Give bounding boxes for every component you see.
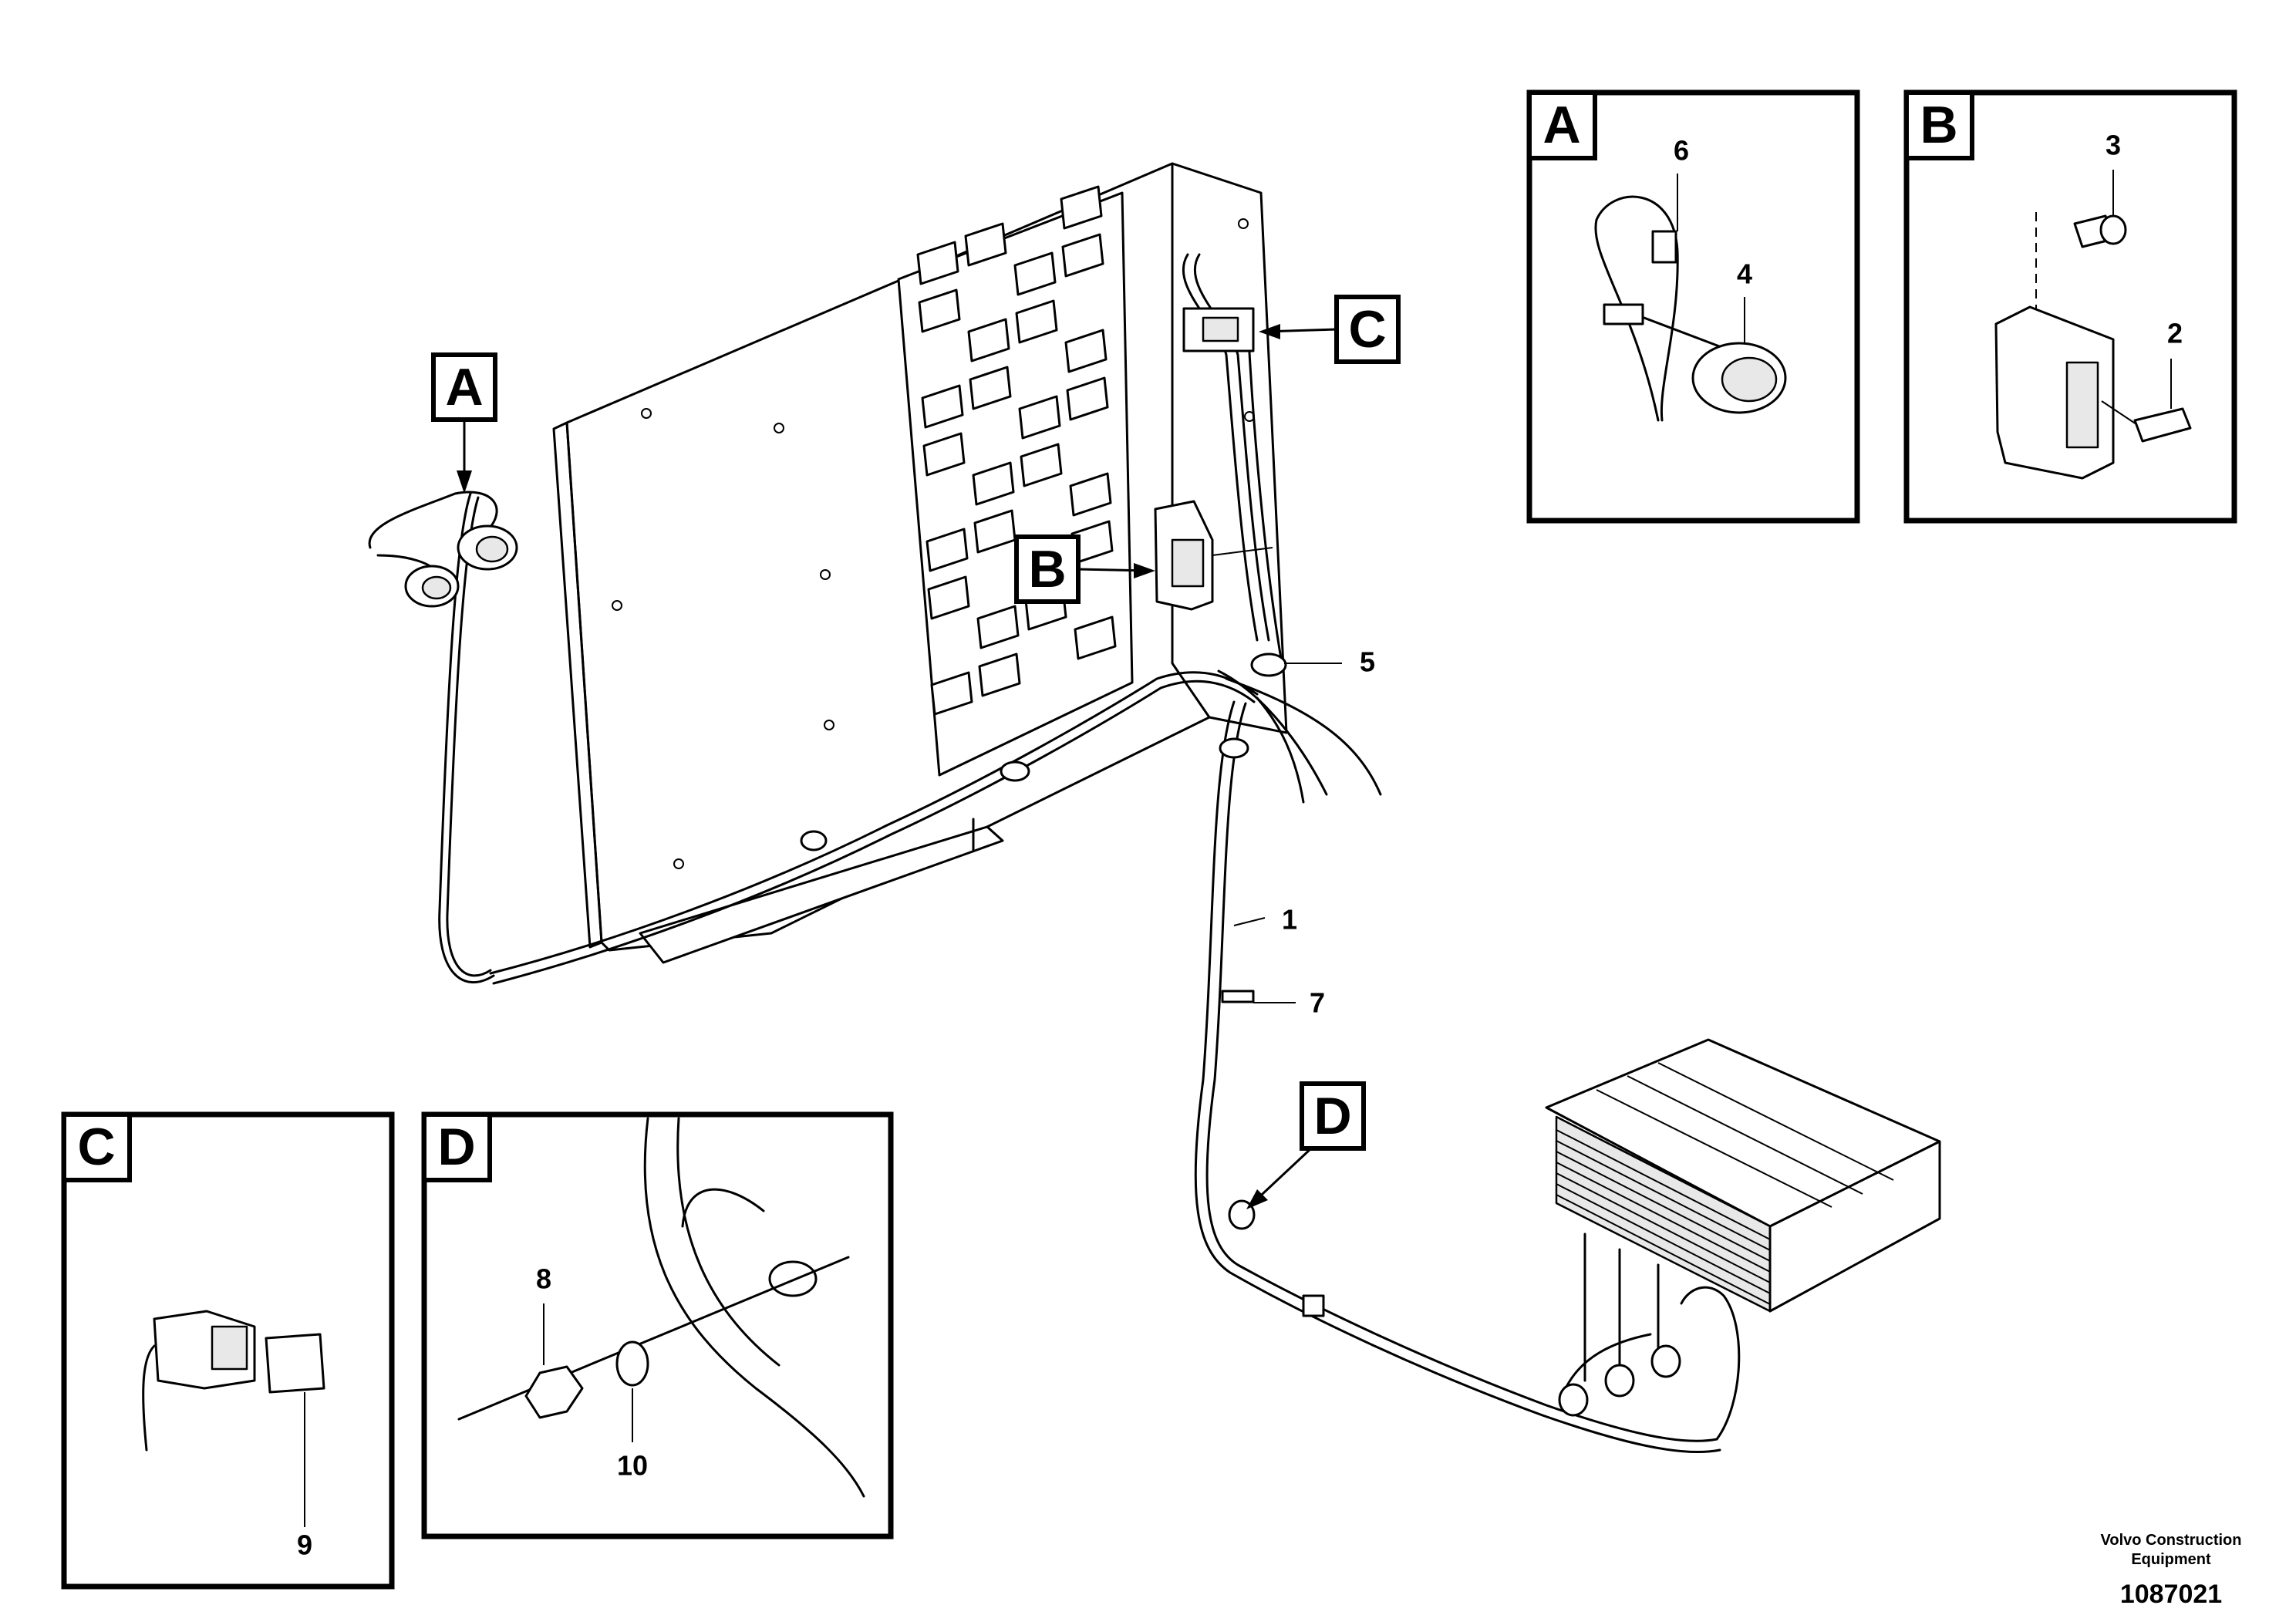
- detail-label-D: D: [437, 1118, 475, 1176]
- cooling-fin: [1556, 1172, 1771, 1283]
- company-name: Volvo Construction: [2101, 1532, 2242, 1549]
- cooling-fin: [1556, 1140, 1771, 1251]
- svg-text:A: A: [445, 358, 483, 416]
- cooling-fins: [1556, 1129, 1771, 1305]
- fuse-holder: [1154, 500, 1273, 611]
- relay-block: [921, 384, 964, 429]
- part-number-2: 2: [2167, 318, 2183, 349]
- control-unit: [1545, 1038, 1941, 1417]
- relay-block: [1064, 329, 1108, 373]
- callout-tag-A: A: [431, 352, 497, 494]
- callout-tag-B: B: [1014, 534, 1155, 604]
- relay-block: [1074, 615, 1117, 660]
- part-number-8: 8: [536, 1263, 551, 1295]
- relay-block: [1066, 376, 1109, 421]
- part-number-3: 3: [2106, 130, 2121, 161]
- svg-text:B: B: [1028, 540, 1066, 599]
- callout-tag-D: D: [1246, 1081, 1366, 1209]
- relay-block: [1013, 251, 1057, 296]
- cooling-fin: [1556, 1183, 1771, 1294]
- relay-block: [976, 605, 1020, 649]
- detail-frame-C: C 9: [61, 1111, 395, 1590]
- callout-tag-C: C: [1259, 295, 1401, 364]
- cooling-fin: [1556, 1151, 1771, 1262]
- part-number-4: 4: [1737, 258, 1752, 290]
- cooling-fin: [1556, 1129, 1771, 1240]
- svg-text:C: C: [1348, 300, 1386, 359]
- relay-block: [972, 461, 1015, 506]
- relay-block: [1061, 233, 1104, 278]
- relay-block: [1018, 395, 1061, 440]
- cooling-fin: [1556, 1162, 1771, 1273]
- relay-block: [930, 671, 973, 716]
- cable-tie-7: [1221, 990, 1255, 1003]
- part-number-1: 1: [1282, 904, 1297, 936]
- relay-block: [978, 653, 1021, 697]
- relay-block: [918, 288, 961, 333]
- relay-block: [969, 366, 1012, 410]
- detail-frame-D: D 8 10: [421, 1111, 894, 1539]
- part-number-10: 10: [617, 1450, 648, 1482]
- cooling-fin: [1556, 1194, 1771, 1305]
- relay-block: [1060, 185, 1103, 230]
- part-number-5: 5: [1360, 646, 1375, 678]
- detail-label-A: A: [1542, 96, 1580, 154]
- svg-text:D: D: [1313, 1087, 1351, 1145]
- detail-frame-B: B 3 2: [1903, 89, 2237, 524]
- company-name-line2: Equipment: [2131, 1551, 2211, 1568]
- relay-block: [1069, 472, 1112, 517]
- relay-block: [927, 575, 970, 620]
- relay-block: [1020, 443, 1063, 487]
- relay-block: [925, 528, 969, 572]
- relay-connector: [1182, 307, 1255, 352]
- grommet-5: [1250, 653, 1287, 677]
- footer: Volvo Construction Equipment 1087021: [2101, 1532, 2242, 1609]
- drawing-number: 1087021: [2120, 1580, 2222, 1609]
- relay-block: [916, 241, 959, 285]
- detail-label-C: C: [77, 1118, 115, 1176]
- wiring-harness: [438, 253, 1741, 1454]
- relay-block: [1015, 299, 1058, 344]
- relay-block: [967, 318, 1010, 363]
- part-number-9: 9: [297, 1529, 312, 1561]
- relay-block: [922, 432, 966, 477]
- detail-label-B: B: [1920, 96, 1957, 154]
- main-part-labels: 5 1 7: [1233, 646, 1375, 1019]
- relay-block: [964, 222, 1007, 267]
- part-number-6: 6: [1674, 135, 1689, 167]
- detail-frame-A: A 6 4: [1526, 89, 1860, 524]
- part-number-7: 7: [1310, 987, 1325, 1019]
- power-sockets: [368, 491, 518, 608]
